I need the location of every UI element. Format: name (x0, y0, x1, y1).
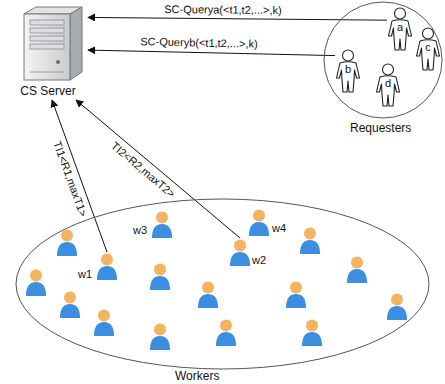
server-icon (8, 4, 88, 82)
head (343, 50, 354, 61)
head (156, 212, 168, 224)
message-arrow (76, 100, 240, 238)
worker-figure (95, 252, 119, 280)
group-region: Requestersabcd (323, 1, 443, 119)
edge-label: SC-Querya(<t1,t2,...>,k) (162, 3, 283, 17)
drive-bay (30, 28, 64, 33)
head (253, 210, 265, 222)
power-button (56, 60, 60, 64)
head (234, 240, 246, 252)
vent (30, 72, 64, 73)
node-label: Workers (175, 370, 219, 383)
requester-node: b (335, 49, 361, 93)
head (383, 64, 394, 75)
requester-node: a (387, 7, 413, 51)
body (230, 252, 250, 266)
edge-label: SC-Queryb(<t1,t2,...>,k) (139, 35, 261, 51)
node-label: CS Server (8, 84, 88, 98)
worker-figure (228, 238, 252, 266)
body (249, 222, 269, 236)
drive-bay (30, 44, 64, 49)
server-node: CS Server (8, 4, 88, 100)
node-label: a (387, 21, 413, 34)
worker-ellipse (15, 198, 430, 370)
worker-node: w1 (95, 252, 119, 280)
outline (16, 199, 429, 369)
worker-node: w3 (150, 210, 174, 238)
body (152, 224, 172, 238)
message-arrow (52, 100, 107, 252)
node-label: b (335, 63, 361, 76)
group-region: Workersw1w2w3w4 (15, 198, 430, 370)
outline (324, 2, 442, 118)
drive-bay (30, 20, 64, 25)
worker-figure (150, 210, 174, 238)
edge-label: TI2<R2,maxT2> (107, 138, 179, 202)
server-front (24, 14, 70, 80)
head (395, 8, 406, 19)
requester-node: c (415, 27, 441, 71)
node-label: w2 (252, 254, 266, 267)
node-label: d (375, 77, 401, 90)
node-label: c (415, 41, 441, 54)
worker-figure (247, 208, 271, 236)
worker-node: w4 (247, 208, 271, 236)
drive-bay (30, 36, 64, 41)
message-arrow (88, 50, 335, 56)
node-label: w1 (78, 268, 92, 281)
server-side (70, 7, 82, 80)
requester-node: d (375, 63, 401, 107)
node-label: w4 (272, 222, 286, 235)
head (423, 28, 434, 39)
node-label: Requesters (350, 122, 411, 135)
worker-node: w2 (228, 238, 252, 266)
node-label: w3 (133, 224, 147, 237)
head (101, 254, 113, 266)
body (97, 266, 117, 280)
